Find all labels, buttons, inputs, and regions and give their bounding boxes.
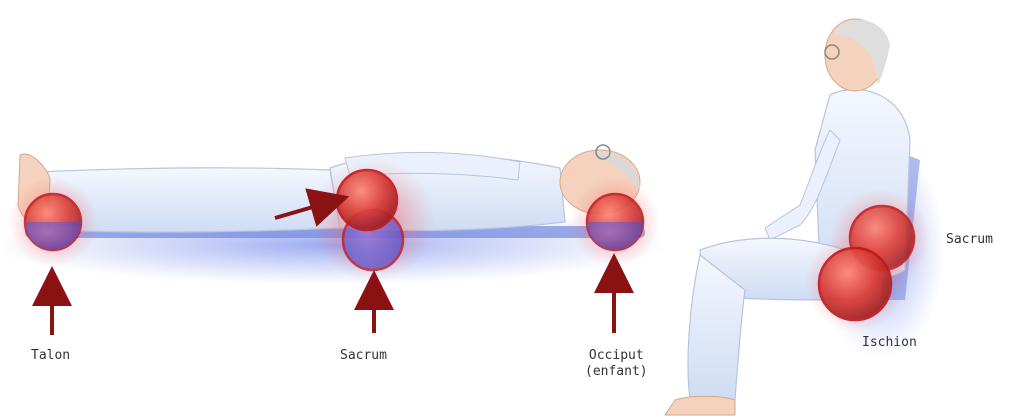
- label-occiput-line1: Occiput: [585, 348, 648, 364]
- seated-feet: [665, 396, 735, 415]
- pressure-point-talon: [8, 177, 98, 267]
- label-talon: Talon: [31, 348, 70, 364]
- pressure-point-sacrum-lying: [311, 158, 435, 282]
- pressure-point-ischion: [805, 232, 905, 332]
- pressure-point-occiput: [570, 177, 660, 267]
- label-occiput-line2: (enfant): [585, 364, 648, 380]
- label-ischion: Ischion: [862, 335, 917, 351]
- label-occiput: Occiput (enfant): [585, 348, 648, 380]
- label-sacrum-seated: Sacrum: [946, 232, 993, 248]
- label-sacrum-lying: Sacrum: [340, 348, 387, 364]
